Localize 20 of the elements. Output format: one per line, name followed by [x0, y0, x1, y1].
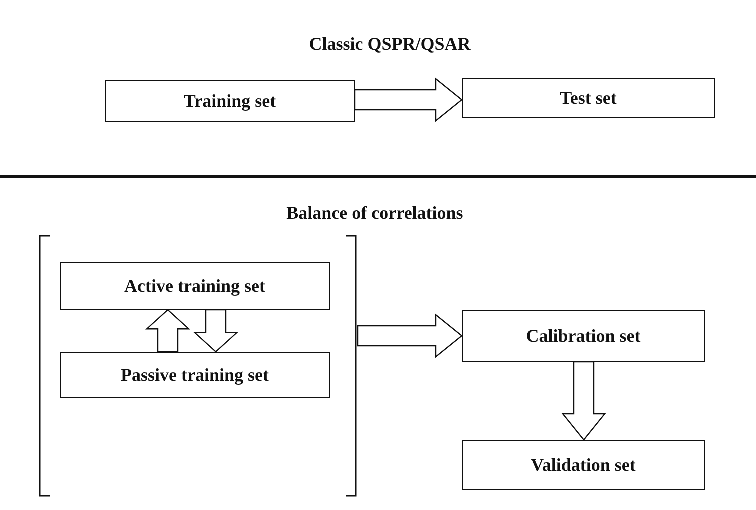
- block-arrow: [145, 309, 191, 353]
- block-arrow: [562, 361, 606, 441]
- section-heading: Balance of correlations: [286, 203, 464, 224]
- section-heading: Classic QSPR/QSAR: [309, 34, 471, 55]
- block-arrow: [193, 309, 239, 353]
- box-label: Test set: [560, 88, 617, 108]
- block-arrow: [354, 78, 463, 122]
- process-box: [105, 80, 355, 122]
- bracket-group: [38, 235, 358, 497]
- box-label: Calibration set: [526, 326, 641, 346]
- process-box: [462, 310, 705, 362]
- process-box: [60, 352, 330, 398]
- box-label: Training set: [184, 90, 276, 112]
- block-arrow: [357, 314, 463, 358]
- box-label: Validation set: [531, 454, 636, 476]
- process-box: [60, 262, 330, 310]
- process-box: [462, 78, 715, 118]
- box-label: Passive training set: [121, 364, 269, 386]
- box-label: Active training set: [124, 276, 266, 296]
- process-box: [462, 440, 705, 490]
